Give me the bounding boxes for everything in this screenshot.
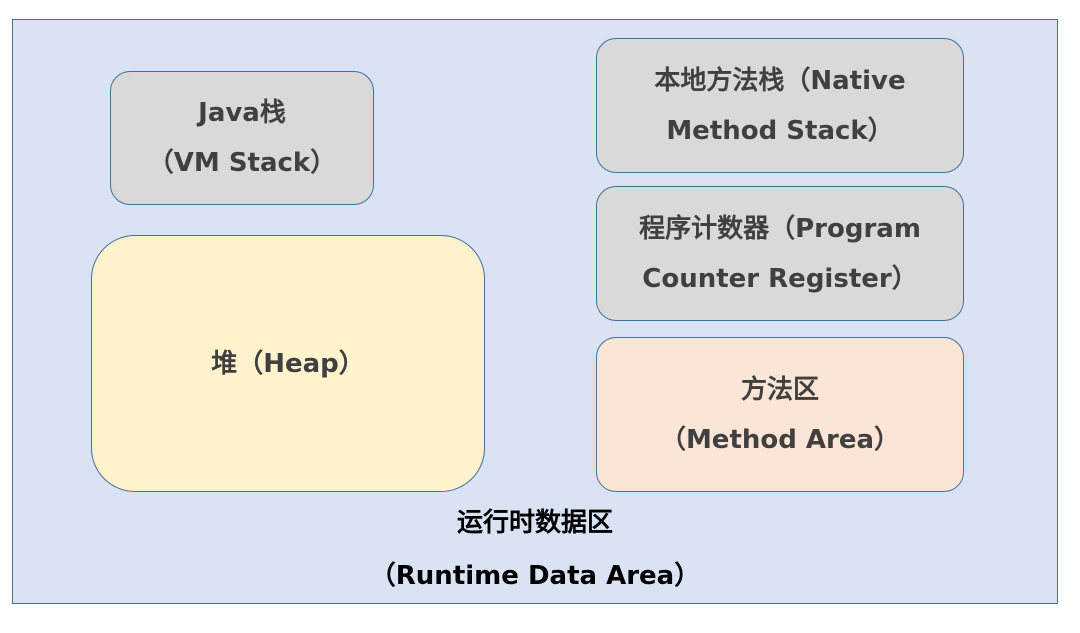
method-area-label: 方法区 (740, 374, 819, 405)
heap-box: 堆（Heap） (91, 235, 485, 492)
program-counter-label: 程序计数器（Program (639, 213, 921, 244)
native-method-stack-box: 本地方法栈（Native Method Stack） (596, 38, 964, 173)
method-area-box: 方法区 （Method Area） (596, 337, 964, 492)
native-method-stack-label: 本地方法栈（Native (654, 65, 906, 96)
java-stack-sublabel: （VM Stack） (147, 148, 337, 178)
program-counter-sublabel: Counter Register） (642, 263, 918, 294)
java-stack-label: Java栈 (198, 98, 286, 128)
native-method-stack-sublabel: Method Stack） (666, 115, 894, 146)
method-area-sublabel: （Method Area） (659, 424, 901, 455)
runtime-data-area-subtitle: （Runtime Data Area） (369, 561, 701, 591)
program-counter-box: 程序计数器（Program Counter Register） (596, 186, 964, 321)
java-stack-box: Java栈 （VM Stack） (110, 71, 374, 205)
runtime-data-area-title: 运行时数据区 (456, 508, 613, 538)
heap-label: 堆（Heap） (211, 348, 365, 379)
